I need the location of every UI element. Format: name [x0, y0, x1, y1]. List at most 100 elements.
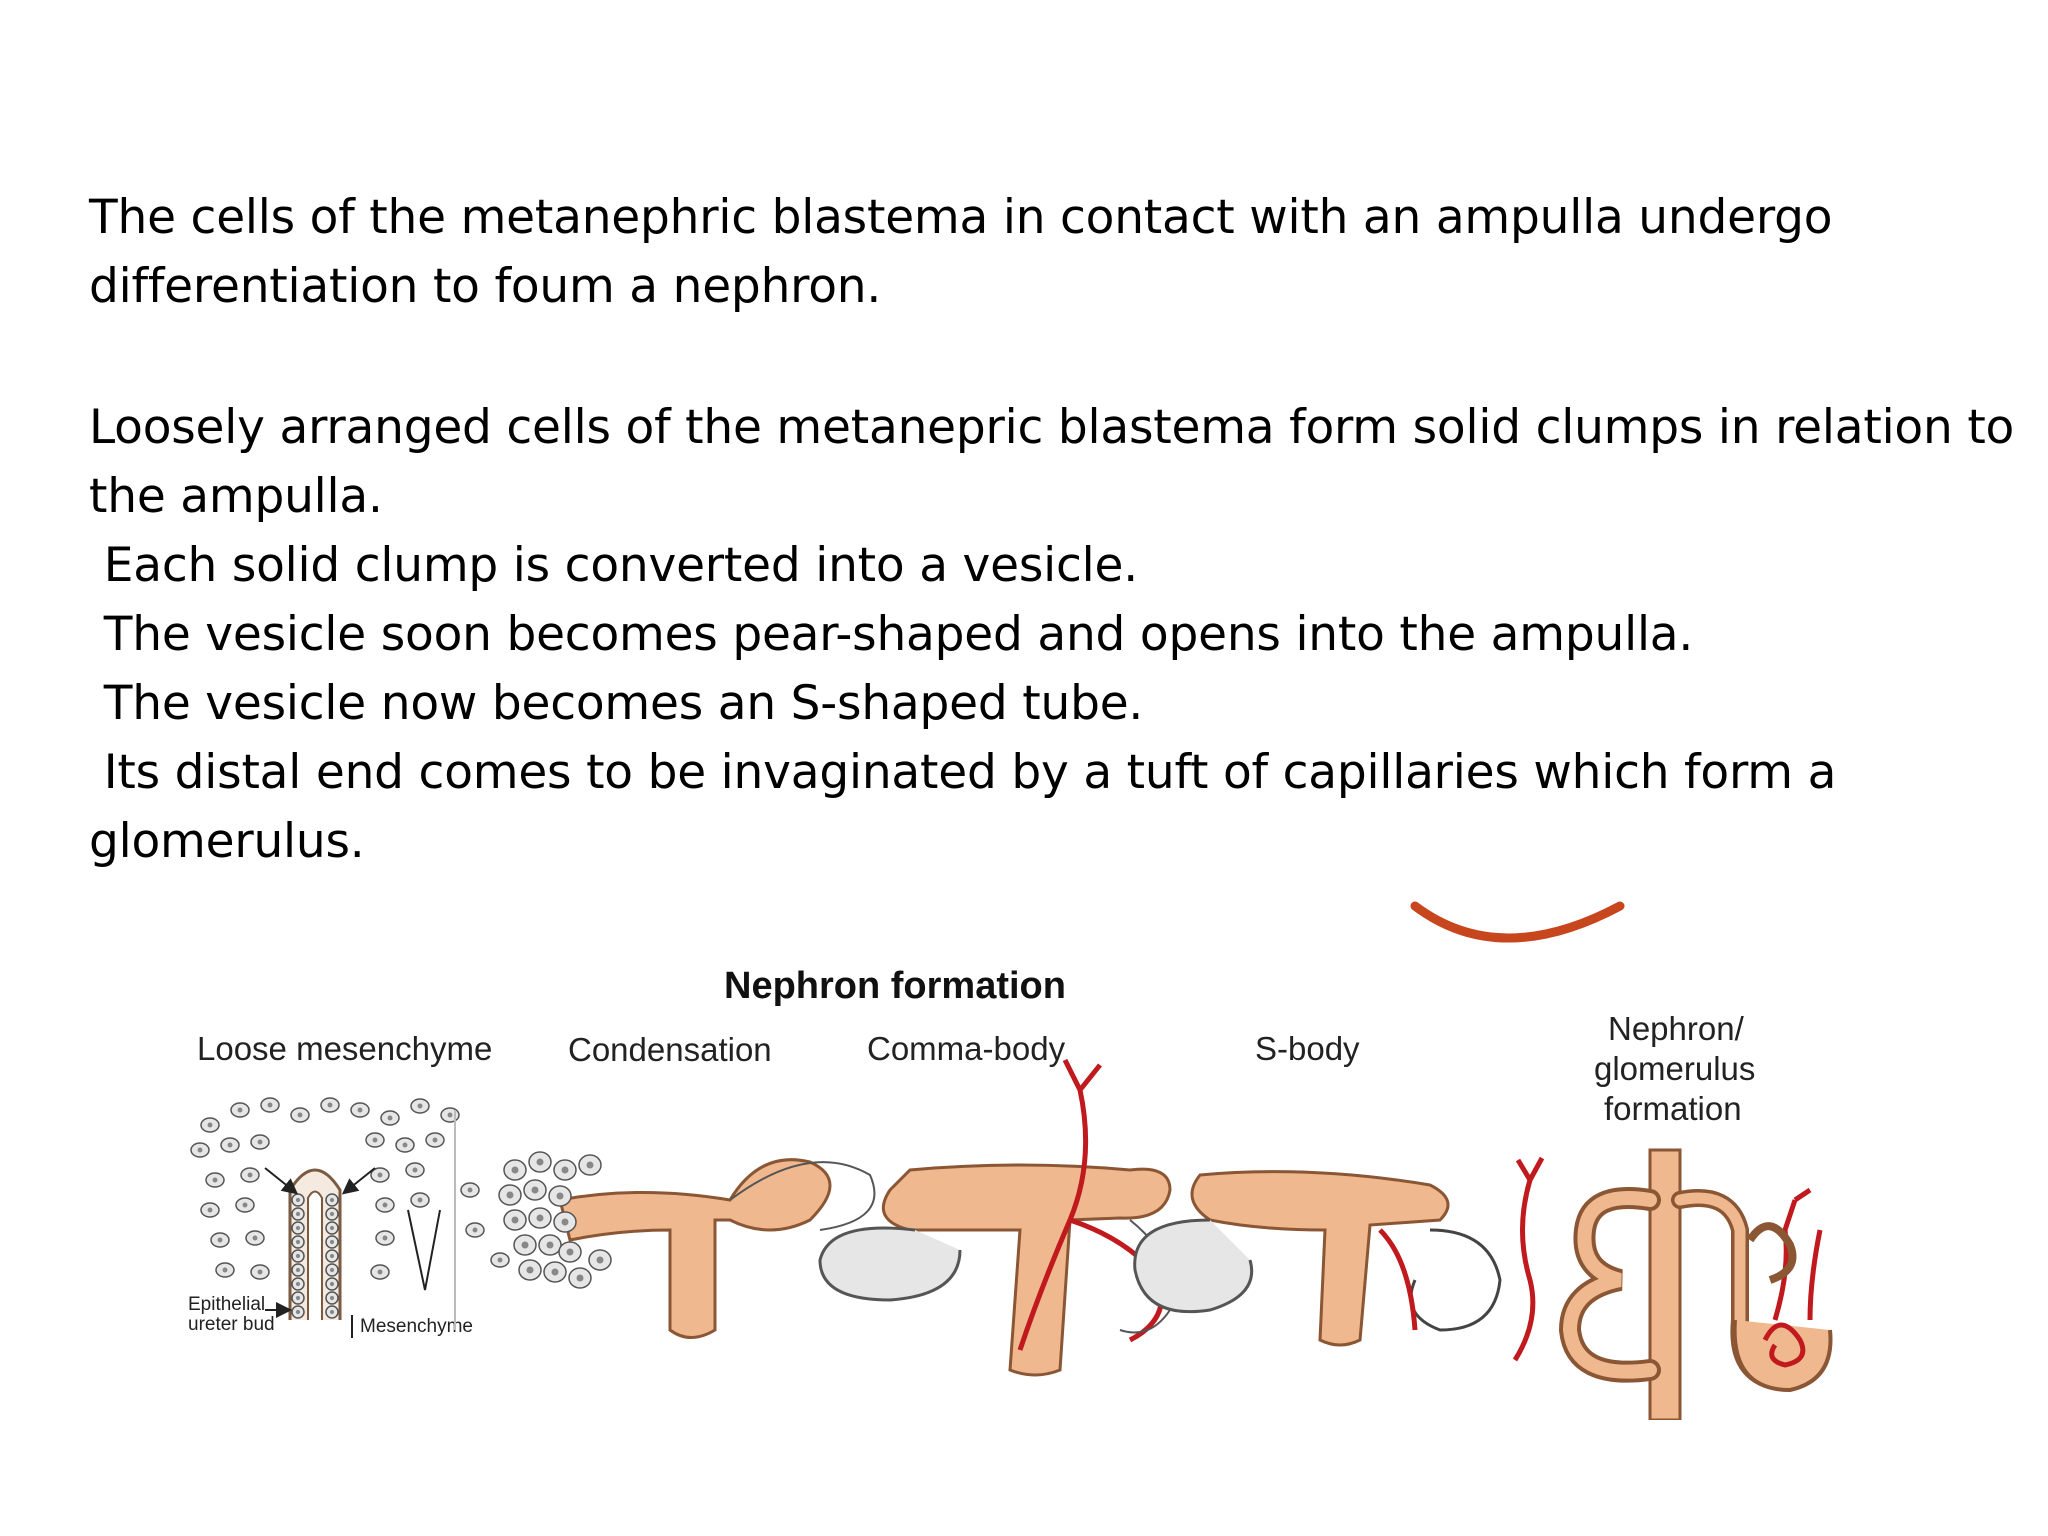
bud-cell-nucleus — [329, 1281, 335, 1287]
mesenchyme-cell-nucleus — [297, 1112, 303, 1118]
mesenchyme-cell-nucleus — [472, 1227, 478, 1233]
mesenchyme-cell-nucleus — [217, 1237, 223, 1243]
mesenchyme-cell-nucleus — [257, 1139, 263, 1145]
bud-cell-nucleus — [295, 1239, 301, 1245]
bud-cell-nucleus — [329, 1197, 335, 1203]
paragraph-intro: The cells of the metanephric blastema in… — [89, 190, 1833, 314]
mesenchyme-cell-nucleus — [237, 1107, 243, 1113]
mesenchyme-cell-nucleus — [247, 1172, 253, 1178]
stage-label-comma-body: Comma-body — [867, 1030, 1066, 1067]
mesenchyme-cell-nucleus — [467, 1187, 473, 1193]
label-ureter-bud: ureter bud — [188, 1314, 275, 1335]
condensation-cell-nucleus — [511, 1166, 519, 1174]
mesenchyme-pointer — [407, 1209, 441, 1291]
condensation-cell-nucleus — [576, 1274, 584, 1282]
mesenchyme-cell-nucleus — [212, 1177, 218, 1183]
decorative-arc — [1410, 901, 1625, 943]
condensation-cell-nucleus — [506, 1191, 514, 1199]
mesenchyme-cell-nucleus — [227, 1142, 233, 1148]
stage-condensation-drawing — [498, 1151, 876, 1339]
mesenchyme-cell-nucleus — [447, 1112, 453, 1118]
mesenchyme-cell-nucleus — [357, 1107, 363, 1113]
condensation-cells — [498, 1151, 612, 1289]
bud-cell-nucleus — [329, 1253, 335, 1259]
bud-cell-nucleus — [329, 1309, 335, 1315]
bud-cell-nucleus — [295, 1295, 301, 1301]
arrow-right — [341, 1167, 376, 1195]
s-body-tube — [1190, 1170, 1450, 1347]
mesenchyme-cell-nucleus — [382, 1202, 388, 1208]
mesenchyme-cell-nucleus — [382, 1235, 388, 1241]
condensation-cell-nucleus — [526, 1266, 534, 1274]
condensation-cell-nucleus — [551, 1268, 559, 1276]
bud-cell-nucleus — [329, 1225, 335, 1231]
bud-cell-nucleus — [329, 1211, 335, 1217]
condensation-cell-nucleus — [561, 1218, 569, 1226]
bud-cell-nucleus — [329, 1267, 335, 1273]
stage-s-body-drawing — [1133, 1156, 1545, 1362]
bud-cell-nucleus — [295, 1253, 301, 1259]
s-body-curl — [1133, 1218, 1253, 1314]
mesenchyme-cell-nucleus — [497, 1257, 503, 1263]
stage-label-s-body: S-body — [1255, 1030, 1360, 1067]
mesenchyme-cell-nucleus — [222, 1267, 228, 1273]
bud-cell-nucleus — [295, 1267, 301, 1273]
condensation-cell-nucleus — [536, 1214, 544, 1222]
collecting-duct — [1648, 1148, 1682, 1420]
mesenchyme-cell-nucleus — [207, 1207, 213, 1213]
condensation-tube — [558, 1158, 832, 1339]
bud-cell-nucleus — [295, 1281, 301, 1287]
stage-nephron-drawing — [1558, 1148, 1833, 1420]
bud-cell-nucleus — [295, 1225, 301, 1231]
nephron-loop — [1746, 1222, 1797, 1284]
mesenchyme-cell-nucleus — [257, 1269, 263, 1275]
condensation-cell-nucleus — [586, 1161, 594, 1169]
mesenchyme-cell-nucleus — [327, 1102, 333, 1108]
condensation-cell-nucleus — [531, 1186, 539, 1194]
condensation-cell-nucleus — [561, 1166, 569, 1174]
ureter-bud-cells — [291, 1193, 339, 1319]
stage-label-nephron-line2: glomerulus — [1594, 1050, 1755, 1087]
stage-loose-mesenchyme-drawing: Epithelial ureter bud Mesenchyme — [188, 1097, 510, 1338]
mesenchyme-cell-nucleus — [197, 1147, 203, 1153]
bud-cell-nucleus — [295, 1211, 301, 1217]
condensation-cell-nucleus — [596, 1256, 604, 1264]
bud-cell-nucleus — [329, 1295, 335, 1301]
arrow-left — [264, 1167, 299, 1195]
mesenchyme-cell-nucleus — [377, 1269, 383, 1275]
nephron-formation-figure: Nephron formation Loose mesenchyme Conde… — [188, 901, 1833, 1420]
bowman-capsule — [1732, 1319, 1833, 1393]
bud-cell-nucleus — [295, 1309, 301, 1315]
ureter-bud-lumen — [307, 1190, 323, 1320]
paragraph-steps: Loosely arranged cells of the metanepric… — [89, 400, 2015, 869]
stage-comma-body-drawing — [818, 1058, 1173, 1377]
mesenchyme-cell-nucleus — [372, 1137, 378, 1143]
mesenchyme-cell-nucleus — [432, 1137, 438, 1143]
label-epithelial: Epithelial — [188, 1294, 265, 1315]
condensation-cell-nucleus — [521, 1241, 529, 1249]
bud-cell-nucleus — [329, 1239, 335, 1245]
condensation-cell-nucleus — [566, 1248, 574, 1256]
stage-label-loose-mesenchyme: Loose mesenchyme — [197, 1030, 492, 1067]
mesenchyme-cell-nucleus — [252, 1235, 258, 1241]
s-body-vessel — [1378, 1156, 1545, 1362]
mesenchyme-cell-nucleus — [377, 1172, 383, 1178]
mesenchyme-cell-nucleus — [412, 1167, 418, 1173]
bud-cell-nucleus — [295, 1197, 301, 1203]
mesenchyme-cell-nucleus — [267, 1102, 273, 1108]
mesenchyme-cell-nucleus — [207, 1122, 213, 1128]
mesenchyme-cell-nucleus — [242, 1202, 248, 1208]
stage-label-condensation: Condensation — [568, 1031, 772, 1068]
condensation-cell-nucleus — [536, 1158, 544, 1166]
mesenchyme-cell-nucleus — [417, 1197, 423, 1203]
condensation-cell-nucleus — [511, 1216, 519, 1224]
mesenchyme-cell-nucleus — [387, 1115, 393, 1121]
mesenchyme-cell-nucleus — [417, 1103, 423, 1109]
s-body-cup — [1409, 1228, 1502, 1332]
comma-body-curl — [818, 1226, 962, 1302]
stage-label-nephron-line3: formation — [1604, 1090, 1742, 1127]
condensation-vesicle-outline — [729, 1161, 876, 1231]
condensation-cell-nucleus — [546, 1241, 554, 1249]
label-mesenchyme: Mesenchyme — [360, 1316, 473, 1337]
